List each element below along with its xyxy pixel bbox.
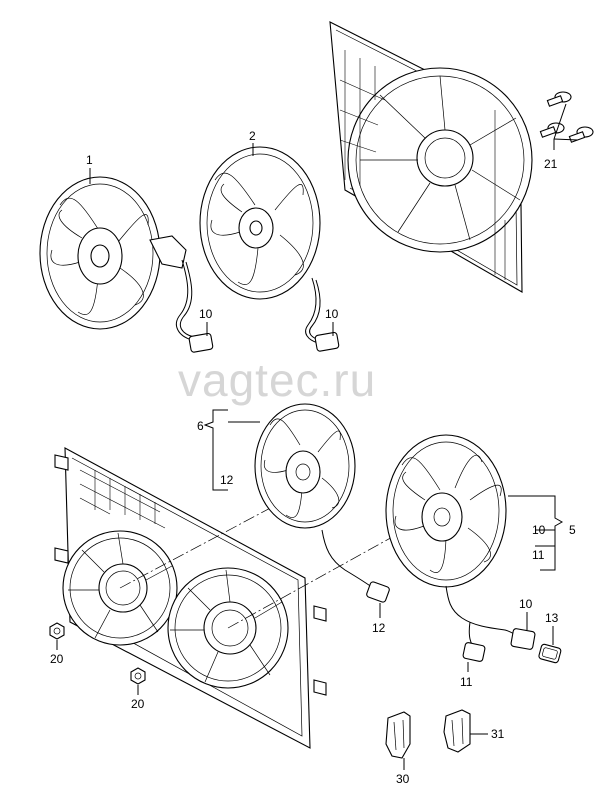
fan-shroud-top [329, 21, 533, 293]
callout-10-b: 10 [325, 307, 339, 321]
callout-20-a: 20 [50, 652, 64, 666]
connector-13 [538, 643, 562, 664]
fan-1 [39, 176, 214, 353]
bolt-group-21 [539, 91, 594, 150]
callout-21: 21 [544, 157, 558, 171]
fan-2 [199, 146, 340, 352]
fan-6 [254, 403, 390, 603]
nut-20-a [49, 622, 65, 640]
watermark-text: vagtec.ru [178, 354, 376, 406]
clip-30 [385, 711, 411, 759]
callout-11-b: 11 [460, 675, 473, 689]
callout-31: 31 [491, 727, 505, 741]
clip-31 [443, 709, 471, 753]
callout-30: 30 [396, 772, 410, 786]
callout-12-a: 12 [220, 473, 234, 487]
callout-13: 13 [545, 611, 559, 625]
fan-5 [385, 434, 536, 662]
callout-5: 5 [569, 523, 576, 537]
callout-10-c: 10 [532, 523, 546, 537]
callout-1: 1 [86, 153, 93, 167]
callout-12-b: 12 [372, 621, 386, 635]
callout-2: 2 [249, 129, 256, 143]
callout-10-d: 10 [519, 597, 533, 611]
callout-20-b: 20 [131, 697, 145, 711]
callout-11-a: 11 [532, 548, 545, 562]
callout-6: 6 [197, 419, 204, 433]
nut-20-b [130, 667, 146, 685]
callout-10-a: 10 [199, 307, 213, 321]
